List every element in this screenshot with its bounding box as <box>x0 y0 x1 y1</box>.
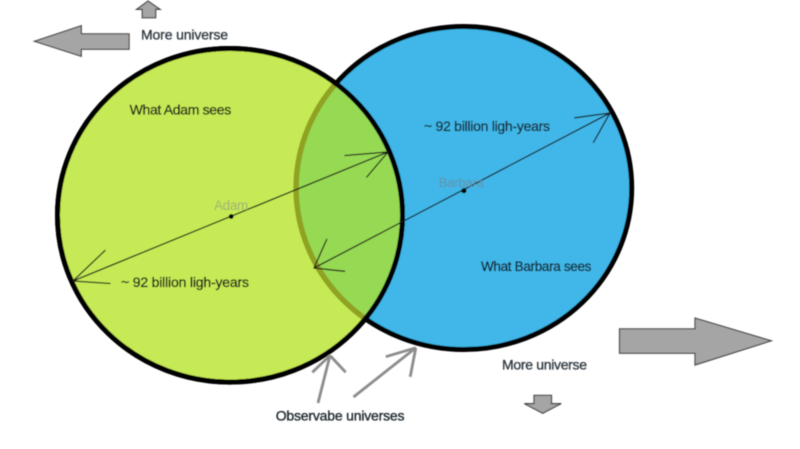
svg-text:~ 92 billion ligh-years: ~ 92 billion ligh-years <box>121 274 249 290</box>
svg-text:Observabe universes: Observabe universes <box>276 407 405 423</box>
svg-text:More universe: More universe <box>502 357 587 373</box>
svg-text:Adam: Adam <box>214 198 248 213</box>
svg-text:What Barbara sees: What Barbara sees <box>481 259 592 274</box>
svg-text:Barbara: Barbara <box>439 175 485 190</box>
svg-text:More universe: More universe <box>141 26 228 42</box>
svg-text:~ 92 billion ligh-years: ~ 92 billion ligh-years <box>424 118 550 134</box>
svg-text:What Adam sees: What Adam sees <box>130 102 232 118</box>
